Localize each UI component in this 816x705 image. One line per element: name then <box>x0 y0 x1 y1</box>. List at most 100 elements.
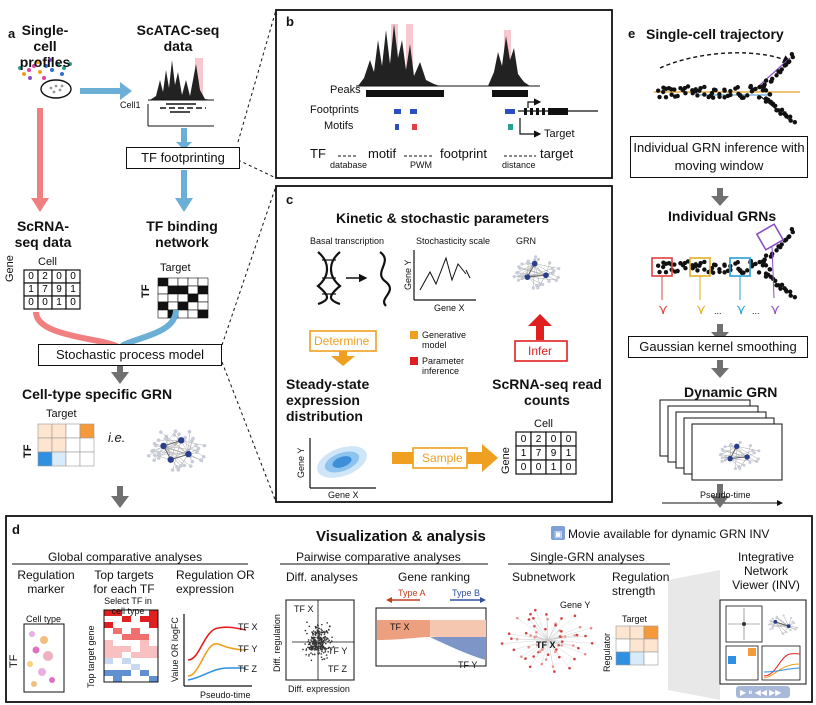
grn-label-c: GRN <box>516 236 536 246</box>
tf-label-a2: TF <box>22 444 34 458</box>
legend-parameter: Parameter inference <box>422 356 465 376</box>
target-label-a2: Target <box>46 408 77 420</box>
tf-footprinting-box: TF footprinting <box>126 147 240 169</box>
target-label-d: Target <box>622 614 648 624</box>
pseudo-time-e: Pseudo-time <box>700 490 751 500</box>
footprints-label: Footprints <box>310 104 359 116</box>
cell-label-a: Cell <box>38 256 57 268</box>
tf-label-a: TF <box>140 284 152 298</box>
gene-label-c: Gene <box>500 447 512 474</box>
matrix-cell: 0 <box>521 462 527 473</box>
scatac-data-heading: ScATAC-seq data <box>136 22 220 54</box>
matrix-cell: 0 <box>70 271 76 282</box>
matrix-cell: 9 <box>551 448 557 459</box>
ie-label: i.e. <box>108 430 126 445</box>
regulation-expression-heading: Regulation OR expression <box>176 568 255 596</box>
motifs-label: Motifs <box>324 120 354 132</box>
cell-dots <box>18 58 72 99</box>
gene-x-label-c: Gene X <box>434 303 465 313</box>
pwm-label: PWM <box>410 160 432 170</box>
svg-text:⋎: ⋎ <box>770 301 780 317</box>
ellipsis-1: ... <box>714 306 722 316</box>
panel-letter-c: c <box>286 192 294 207</box>
cell-type-label: Cell type <box>26 614 62 624</box>
matrix-cell: 1 <box>56 297 62 308</box>
matrix-cell: 9 <box>56 284 62 295</box>
tf-x-rank: TF X <box>390 622 410 632</box>
tf-x-scatter: TF X <box>294 604 314 614</box>
cell-label-c: Cell <box>534 418 553 430</box>
svg-text:⋎: ⋎ <box>736 301 746 317</box>
panel-letter-a: a <box>8 26 16 41</box>
pseudo-time-d: Pseudo-time <box>200 690 251 700</box>
matrix-cell: 0 <box>566 462 572 473</box>
infer-label: Infer <box>528 344 553 358</box>
ellipsis-2: ... <box>752 306 760 316</box>
panel-d-frame <box>5 515 813 703</box>
select-tf-label: Select TF in cell type <box>104 596 152 616</box>
regulation-strength-heading: Regulation strength <box>612 570 670 598</box>
gene-y-label-c2: Gene Y <box>296 447 306 478</box>
tf-z-scatter: TF Z <box>328 664 347 674</box>
tf-y-rank: TF Y <box>458 660 478 670</box>
single-cell-profiles-heading: Single-cell profiles <box>19 22 71 70</box>
inv-title: Integrative Network Viewer (INV) <box>732 550 800 592</box>
movie-note: Movie available for dynamic GRN INV <box>568 527 770 541</box>
svg-text:⋎: ⋎ <box>658 301 668 317</box>
subnetwork-heading: Subnetwork <box>512 570 576 584</box>
individual-inference-box: Individual GRN inference with moving win… <box>630 136 808 178</box>
diff-expression-label: Diff. expression <box>288 684 350 694</box>
matrix-cell: 7 <box>536 448 542 459</box>
stochasticity-label: Stochasticity scale <box>416 236 491 246</box>
individual-grns-heading: Individual GRNs <box>668 208 777 224</box>
scrna-data-heading: ScRNA-seq data <box>14 218 72 250</box>
kinetic-title: Kinetic & stochastic parameters <box>336 210 550 226</box>
gene-y-sub: Gene Y <box>560 600 591 610</box>
matrix-cell: 0 <box>28 271 34 282</box>
matrix-cell: 2 <box>536 434 542 445</box>
target-flow-label: target <box>540 146 574 161</box>
database-label: database <box>330 160 368 170</box>
panel-b-frame <box>275 9 613 179</box>
top-targets-heading: Top targets for each TF <box>93 568 155 596</box>
global-heading: Global comparative analyses <box>48 550 203 564</box>
panel-c-frame <box>275 185 613 503</box>
panel-e-graphics: ⋎ ⋎ ⋎ ⋎ <box>651 52 800 508</box>
svg-text:⋎: ⋎ <box>696 301 706 317</box>
dynamic-grn-heading: Dynamic GRN <box>684 384 778 400</box>
matrix-cell: 0 <box>521 434 527 445</box>
matrix-cell: 2 <box>42 271 48 282</box>
grn-network-a <box>146 429 207 472</box>
panel-letter-e: e <box>628 26 636 41</box>
tf-x-curve: TF X <box>238 622 258 632</box>
sample-label: Sample <box>422 451 463 465</box>
peaks-label: Peaks <box>330 84 361 96</box>
matrix-cell: 1 <box>551 462 557 473</box>
footprint-flow-label: footprint <box>440 146 487 161</box>
matrix-cell: 1 <box>521 448 527 459</box>
panel-letter-b: b <box>286 14 294 29</box>
basal-label: Basal transcription <box>310 236 385 246</box>
panel-b-tracks <box>338 24 598 157</box>
tf-flow-label: TF <box>310 146 326 161</box>
legend-generative: Generative model <box>422 330 467 350</box>
tf-z-curve: TF Z <box>238 664 257 674</box>
type-b-label: Type B <box>452 588 481 598</box>
distance-label: distance <box>502 160 536 170</box>
panel-letter-d: d <box>12 522 20 537</box>
matrix-cell: 1 <box>70 284 76 295</box>
stochastic-process-model-box: Stochastic process model <box>38 344 222 366</box>
matrix-cell: 1 <box>566 448 572 459</box>
scrna-read-counts-heading: ScRNA-seq read counts <box>492 376 602 408</box>
pairwise-heading: Pairwise comparative analyses <box>296 550 461 564</box>
gene-y-label-c: Gene Y <box>403 259 413 290</box>
matrix-cell: 0 <box>566 434 572 445</box>
tf-y-scatter: TF Y <box>328 646 348 656</box>
viz-title: Visualization & analysis <box>316 528 486 545</box>
diff-analyses-heading: Diff. analyses <box>286 570 358 584</box>
matrix-cell: 1 <box>28 284 34 295</box>
trajectory-title: Single-cell trajectory <box>646 26 784 42</box>
